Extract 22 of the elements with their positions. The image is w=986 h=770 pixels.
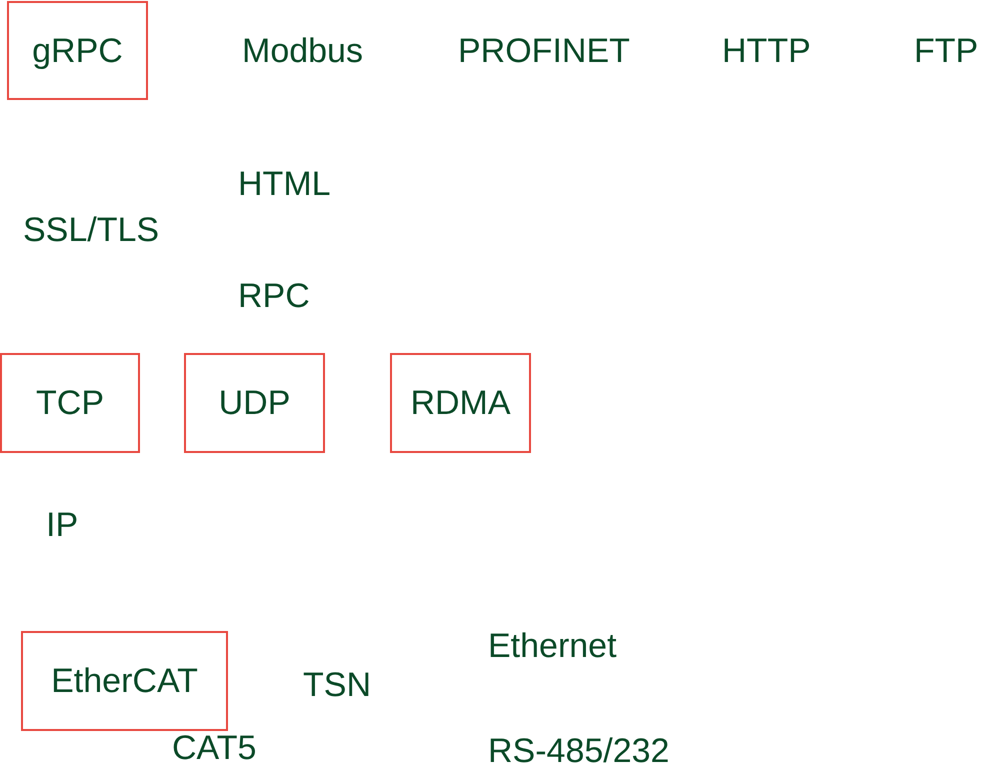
protocol-label: Ethernet [488,629,617,663]
protocol-label: SSL/TLS [23,213,160,247]
protocol-label: RPC [238,279,310,313]
protocol-label: HTML [238,167,331,201]
protocol-box [21,631,228,731]
protocol-label: TSN [303,668,371,702]
protocol-name: RDMA [410,386,511,420]
protocol-label: RS-485/232 [488,734,670,768]
protocol-label: IP [46,508,78,542]
protocol-name: gRPC [32,34,123,68]
protocol-name: EtherCAT [51,664,198,698]
protocol-box [184,353,325,453]
protocol-box [390,353,531,453]
protocol-name: TCP [36,386,104,420]
protocol-box [0,353,140,453]
protocol-label: Modbus [242,34,363,68]
protocol-name: UDP [218,386,290,420]
protocol-label: CAT5 [172,731,256,765]
protocol-label: FTP [914,34,978,68]
protocol-label: HTTP [722,34,811,68]
protocol-label: PROFINET [458,34,630,68]
protocol-box [7,1,148,100]
